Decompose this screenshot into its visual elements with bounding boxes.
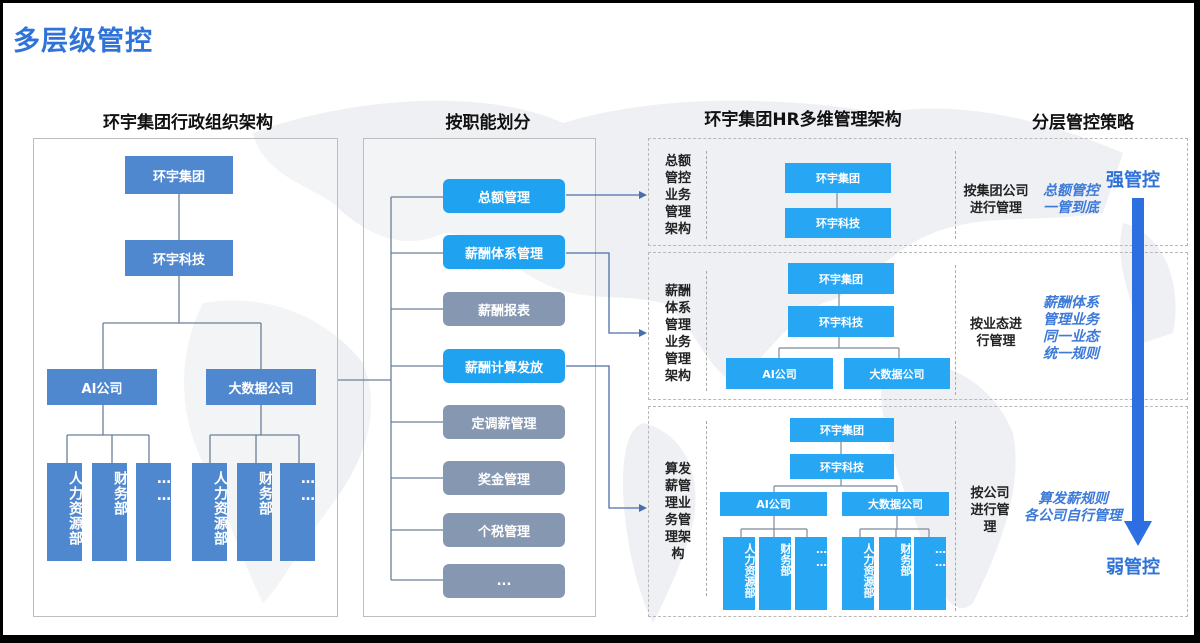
function-total-management[interactable]: 总额管理 (443, 179, 565, 213)
hr-row-salary-system (648, 252, 1188, 400)
hr3-node-group: 环宇集团 (790, 418, 894, 442)
hr2-node-group: 环宇集团 (788, 263, 894, 294)
org-dept-bigdata-more: …… (280, 463, 316, 561)
function-salary-system[interactable]: 薪酬体系管理 (443, 235, 565, 269)
heading-admin-org: 环宇集团行政组织架构 (103, 113, 273, 133)
org-node-tech: 环宇科技 (125, 240, 233, 276)
strategy-method-group: 按集团公司 进行管理 (963, 184, 1029, 216)
org-dept-ai-hr: 人力资源部 (47, 463, 83, 561)
org-dept-bigdata-finance: 财务部 (237, 463, 273, 561)
divider (955, 151, 956, 239)
strategy-policy-group: 总额管控 一管到底 (1043, 183, 1099, 216)
function-payroll[interactable]: 薪酬计算发放 (443, 349, 565, 383)
divider (706, 271, 707, 391)
divider (706, 421, 707, 596)
control-gradient-arrow-icon (1124, 198, 1152, 546)
strategy-method-business: 按业态进 行管理 (969, 317, 1022, 349)
hr3-dept-bigdata-hr: 人力资源部 (842, 537, 875, 610)
hr-row-label-payroll: 算发 薪管 理业 务管 理架 构 (664, 462, 691, 562)
hr-row-total (648, 138, 1188, 246)
hr3-node-tech: 环宇科技 (790, 454, 894, 479)
hr-row-label-total: 总额 管控 业务 管理 架构 (664, 154, 691, 237)
hr-row-label-salary-system: 薪酬 体系 管理 业务 管理 架构 (664, 284, 691, 384)
hr3-node-bigdata-company: 大数据公司 (842, 492, 949, 516)
hr3-dept-bigdata-more: …… (914, 537, 947, 610)
strong-control-label: 强管控 (1106, 170, 1160, 191)
world-map-background (184, 100, 1176, 623)
hr2-node-tech: 环宇科技 (788, 306, 894, 337)
org-dept-ai-more: …… (136, 463, 172, 561)
strategy-method-company: 按公司 进行管 理 (970, 486, 1010, 535)
hr2-node-ai-company: AI公司 (726, 358, 833, 389)
hr3-dept-ai-hr: 人力资源部 (723, 537, 756, 610)
org-node-bigdata-company: 大数据公司 (206, 369, 316, 405)
slide: 多层级管控 环宇集团行政组织架构 按职能划分 环宇集团HR多维管理架构 分层管控… (3, 3, 1194, 635)
heading-strategy: 分层管控策略 (1032, 113, 1134, 133)
strategy-policy-business: 薪酬体系 管理业务 同一业态 统一规则 (1043, 295, 1099, 362)
hr3-node-ai-company: AI公司 (720, 492, 827, 516)
divider (955, 265, 956, 395)
heading-by-function: 按职能划分 (445, 113, 531, 133)
hr-row-payroll (648, 406, 1188, 617)
hr2-node-bigdata-company: 大数据公司 (844, 358, 950, 389)
hr3-dept-bigdata-finance: 财务部 (879, 537, 912, 610)
divider (706, 151, 707, 239)
function-more[interactable]: ... (443, 564, 565, 598)
org-node-group: 环宇集团 (125, 156, 233, 194)
function-salary-report[interactable]: 薪酬报表 (443, 292, 565, 326)
hr3-dept-ai-finance: 财务部 (759, 537, 792, 610)
function-tax[interactable]: 个税管理 (443, 513, 565, 547)
weak-control-label: 弱管控 (1106, 557, 1160, 578)
org-node-ai-company: AI公司 (47, 369, 157, 405)
hr1-node-tech: 环宇科技 (785, 208, 891, 238)
connector-lines (66, 191, 930, 581)
page-title: 多层级管控 (13, 26, 153, 57)
strategy-policy-company: 算发薪规则 各公司自行管理 (1024, 491, 1122, 524)
heading-hr-multi: 环宇集团HR多维管理架构 (704, 110, 902, 130)
hr3-dept-ai-more: …… (795, 537, 828, 610)
divider (955, 421, 956, 611)
function-salary-adjustment[interactable]: 定调薪管理 (443, 405, 565, 439)
function-bonus[interactable]: 奖金管理 (443, 461, 565, 495)
org-dept-bigdata-hr: 人力资源部 (192, 463, 228, 561)
org-dept-ai-finance: 财务部 (92, 463, 128, 561)
hr1-node-group: 环宇集团 (785, 163, 891, 193)
